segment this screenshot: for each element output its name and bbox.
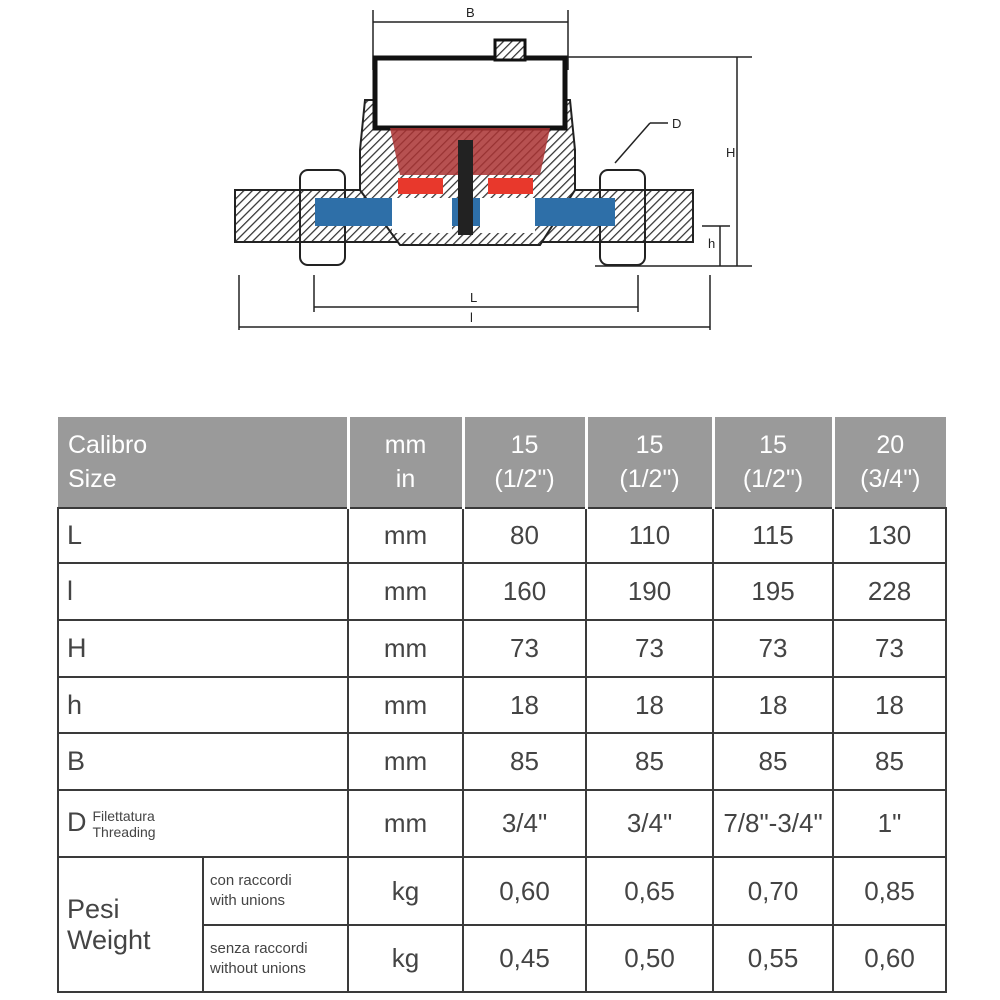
header-col: 15(1/2")	[586, 417, 715, 509]
row-unit: kg	[347, 924, 465, 993]
dim-label-b: B	[466, 5, 475, 20]
cell-value: 0,65	[585, 856, 715, 926]
cell-value: 0,60	[462, 856, 588, 926]
cell-value: 73	[585, 619, 715, 678]
dim-label-d: D	[672, 116, 681, 131]
header-col: 15(1/2")	[463, 417, 588, 509]
row-label: B	[56, 732, 350, 791]
header-col: 15(1/2")	[713, 417, 835, 509]
meter-body	[234, 38, 694, 266]
row-label: l	[56, 562, 350, 621]
row-unit: mm	[347, 507, 465, 564]
cell-value: 18	[832, 676, 948, 734]
row-label: L	[56, 507, 350, 564]
row-label: h	[56, 676, 350, 734]
row-unit: mm	[347, 562, 465, 621]
dim-label-h-lower: h	[708, 236, 715, 251]
dim-label-h-upper: H	[726, 145, 735, 160]
cell-value: 190	[585, 562, 715, 621]
dim-label-l-lower: l	[470, 310, 473, 325]
cell-value: 3/4"	[585, 789, 715, 858]
row-label: H	[56, 619, 350, 678]
cell-value: 18	[462, 676, 588, 734]
cell-value: 1"	[832, 789, 948, 858]
row-unit: mm	[347, 789, 465, 858]
cell-value: 130	[832, 507, 948, 564]
cell-value: 0,85	[832, 856, 948, 926]
row-unit: kg	[347, 856, 465, 926]
cell-value: 85	[712, 732, 835, 791]
water-meter-cross-section-drawing: B D H h L l	[234, 5, 752, 330]
cell-value: 3/4"	[462, 789, 588, 858]
cell-value: 85	[832, 732, 948, 791]
dim-label-l-upper: L	[470, 290, 477, 305]
cell-value: 18	[585, 676, 715, 734]
cell-value: 0,50	[585, 924, 715, 993]
row-unit: mm	[347, 676, 465, 734]
cell-value: 80	[462, 507, 588, 564]
cell-value: 73	[832, 619, 948, 678]
cell-value: 228	[832, 562, 948, 621]
row-unit: mm	[347, 619, 465, 678]
cell-value: 115	[712, 507, 835, 564]
cell-value: 0,45	[462, 924, 588, 993]
cell-value: 0,70	[712, 856, 835, 926]
cell-value: 73	[712, 619, 835, 678]
cell-value: 85	[462, 732, 588, 791]
cell-value: 160	[462, 562, 588, 621]
header-col: 20(3/4")	[833, 417, 947, 509]
cell-value: 85	[585, 732, 715, 791]
cell-value: 0,60	[832, 924, 948, 993]
cell-value: 7/8"-3/4"	[712, 789, 835, 858]
cell-value: 18	[712, 676, 835, 734]
cell-value: 73	[462, 619, 588, 678]
row-unit: mm	[347, 732, 465, 791]
cell-value: 110	[585, 507, 715, 564]
cell-value: 0,55	[712, 924, 835, 993]
cell-value: 195	[712, 562, 835, 621]
